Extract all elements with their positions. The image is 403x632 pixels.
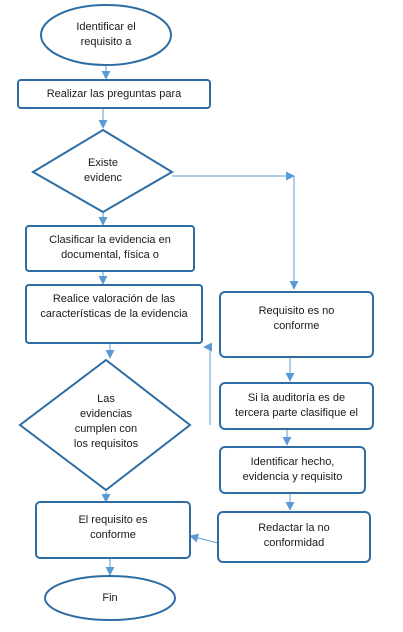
connector-redactar-to-conforme [189, 533, 219, 544]
conforme-label: El requisito es conforme [78, 514, 148, 541]
preguntas-process [17, 79, 211, 109]
no-conforme-process [219, 291, 374, 358]
preguntas-label: Realizar las preguntas para [46, 87, 182, 100]
start-terminator [40, 4, 172, 66]
existe-decision [31, 128, 174, 214]
existe-label: Existe evidenc [84, 157, 122, 184]
clasificar-process [25, 225, 195, 272]
no-conforme-label: Requisito es no conforme [258, 305, 335, 332]
clasificar-label: Clasificar la evidencia en documental, f… [49, 234, 171, 261]
conforme-process [35, 501, 191, 559]
redactar-process [217, 511, 371, 563]
valoracion-label: Realice valoración de las característica… [40, 293, 188, 320]
auditoria-process [219, 382, 374, 430]
connector-return-to-valoracion [203, 342, 213, 425]
valoracion-process [25, 284, 203, 344]
auditoria-label: Si la auditoría es de tercera parte clas… [235, 392, 358, 419]
redactar-label: Redactar la no conformidad [258, 522, 330, 549]
start-label: Identificar el requisito a [76, 21, 136, 48]
cumplen-label: Las evidencias cumplen con los requisito… [73, 393, 139, 450]
cumplen-decision [18, 358, 192, 492]
fin-terminator [44, 575, 176, 621]
hecho-label: Identificar hecho, evidencia y requisito [242, 456, 343, 483]
fin-label: Fin [102, 591, 118, 604]
hecho-process [219, 446, 366, 494]
